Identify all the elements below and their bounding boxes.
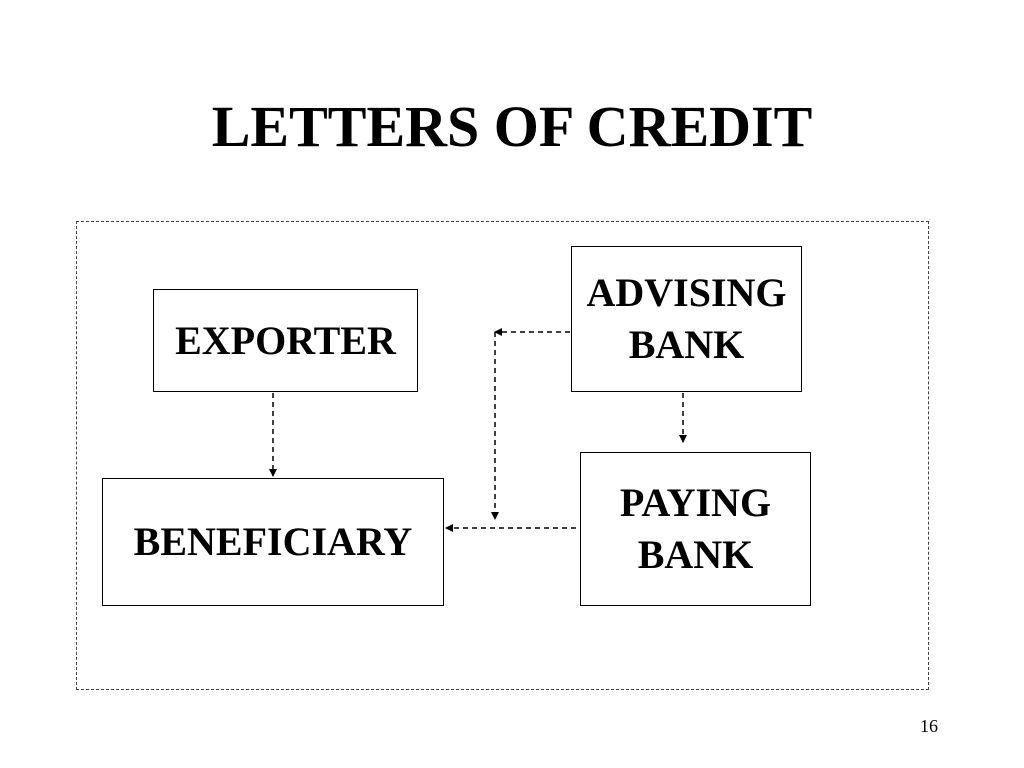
exporter-box: EXPORTER bbox=[153, 289, 418, 392]
paying-bank-label-line-2: BANK bbox=[637, 532, 754, 577]
exporter-label: EXPORTER bbox=[175, 317, 396, 363]
beneficiary-box: BENEFICIARY bbox=[102, 478, 444, 606]
paying-bank-box: PAYING BANK bbox=[580, 452, 811, 606]
beneficiary-label: BENEFICIARY bbox=[133, 519, 413, 564]
page-number: 16 bbox=[920, 716, 938, 736]
advising-bank-box: ADVISING BANK bbox=[571, 246, 802, 392]
advising-bank-label-line-1: ADVISING bbox=[586, 270, 787, 315]
diagram-frame bbox=[76, 221, 929, 690]
paying-bank-label-line-1: PAYING bbox=[619, 480, 772, 525]
slide-title: LETTERS OF CREDIT bbox=[211, 94, 813, 159]
advising-bank-label-line-2: BANK bbox=[628, 322, 745, 367]
